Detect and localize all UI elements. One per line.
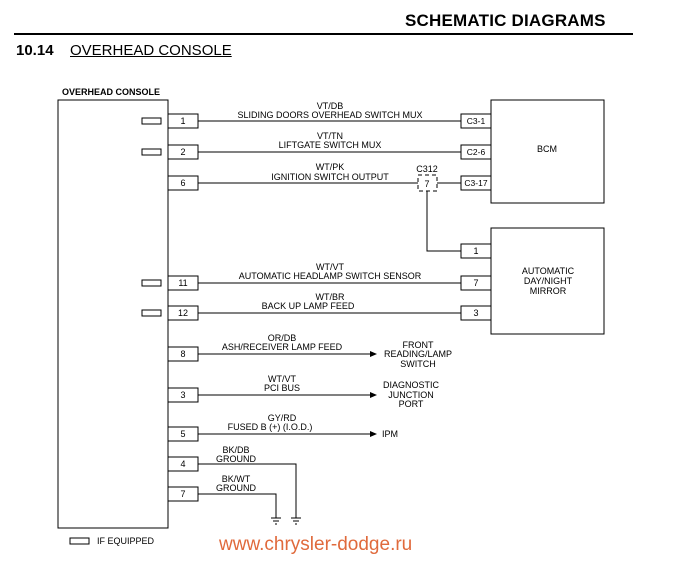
pin-label: 4	[180, 459, 185, 469]
wire-color: BK/WT	[222, 474, 251, 484]
dest-label: DIAGNOSTIC	[383, 380, 440, 390]
watermark-url: www.chrysler-dodge.ru	[219, 534, 413, 555]
wire-color: WT/VT	[316, 262, 344, 272]
dest-pin-box	[460, 243, 492, 259]
if-equipped-marker	[141, 148, 162, 156]
wire-desc: AUTOMATIC HEADLAMP SWITCH SENSOR	[239, 271, 422, 281]
wire-color: VT/DB	[317, 101, 344, 111]
mirror-label-1: AUTOMATIC	[522, 266, 575, 276]
wire-desc: ASH/RECEIVER LAMP FEED	[222, 342, 343, 352]
pin-label: 7	[180, 489, 185, 499]
if-equipped-marker	[141, 309, 162, 317]
pin-label: 8	[180, 349, 185, 359]
wire-desc: PCI BUS	[264, 383, 300, 393]
mirror-label-2: DAY/NIGHT	[524, 276, 573, 286]
dest-pin-label: 3	[473, 308, 478, 318]
pin-label: 1	[180, 116, 185, 126]
pin-label: 12	[178, 308, 188, 318]
dest-pin-label: C3-17	[464, 178, 487, 188]
wire-desc: FUSED B (+) (I.O.D.)	[228, 422, 313, 432]
dest-pin-label: C3-1	[467, 116, 486, 126]
console-label: OVERHEAD CONSOLE	[62, 87, 160, 97]
section-number: 10.14	[16, 42, 54, 59]
pin-label: 2	[180, 147, 185, 157]
ground-wire	[198, 493, 277, 518]
wire-color: WT/PK	[316, 162, 345, 172]
ground-wire	[198, 463, 297, 518]
legend-if-equipped-marker	[69, 537, 90, 545]
overhead-console-box	[57, 99, 169, 529]
arrow-head	[370, 351, 377, 357]
bcm-label: BCM	[537, 144, 557, 154]
wire-desc: BACK UP LAMP FEED	[262, 301, 355, 311]
dest-label: READING/LAMP	[384, 349, 452, 359]
dest-pin-box	[460, 305, 492, 321]
pin-label: 6	[180, 178, 185, 188]
dest-label: JUNCTION	[388, 390, 434, 400]
wire-color: WT/VT	[268, 374, 296, 384]
dest-label: PORT	[399, 399, 424, 409]
wire-desc: SLIDING DOORS OVERHEAD SWITCH MUX	[237, 110, 422, 120]
dest-label: IPM	[382, 429, 398, 439]
wire-desc: IGNITION SWITCH OUTPUT	[271, 172, 389, 182]
dest-pin-label: C2-6	[467, 147, 486, 157]
ground-icon	[291, 517, 301, 525]
if-equipped-marker	[141, 117, 162, 125]
connector-name: C312	[416, 164, 438, 174]
pin-label: 11	[178, 278, 187, 288]
header-rule	[14, 33, 633, 35]
legend-if-equipped-label: IF EQUIPPED	[97, 536, 155, 546]
pin-label: 3	[180, 390, 185, 400]
if-equipped-marker	[141, 279, 162, 287]
dest-pin-box	[460, 175, 492, 191]
pin-label: 5	[180, 429, 185, 439]
connector-pin: 7	[424, 179, 429, 189]
wire-splice-to-mirror	[426, 191, 461, 252]
ground-icon	[271, 517, 281, 525]
wire-color: GY/RD	[268, 413, 297, 423]
wire-color: WT/BR	[316, 292, 345, 302]
wire-desc: LIFTGATE SWITCH MUX	[279, 140, 382, 150]
wire-color: OR/DB	[268, 333, 297, 343]
section-title: OVERHEAD CONSOLE	[70, 42, 232, 59]
dest-label: SWITCH	[400, 359, 436, 369]
wire-desc: GROUND	[216, 454, 256, 464]
wire-desc: GROUND	[216, 483, 256, 493]
arrow-head	[370, 431, 377, 437]
dest-pin-label: 1	[473, 246, 478, 256]
wire-color: BK/DB	[222, 445, 249, 455]
mirror-label-3: MIRROR	[530, 286, 567, 296]
arrow-head	[370, 392, 377, 398]
dest-pin-box	[460, 144, 492, 160]
dest-pin-box	[460, 275, 492, 291]
page-header-title: SCHEMATIC DIAGRAMS	[405, 11, 606, 30]
dest-pin-label: 7	[473, 278, 478, 288]
dest-pin-box	[460, 113, 492, 129]
dest-label: FRONT	[403, 340, 434, 350]
wire-color: VT/TN	[317, 131, 343, 141]
